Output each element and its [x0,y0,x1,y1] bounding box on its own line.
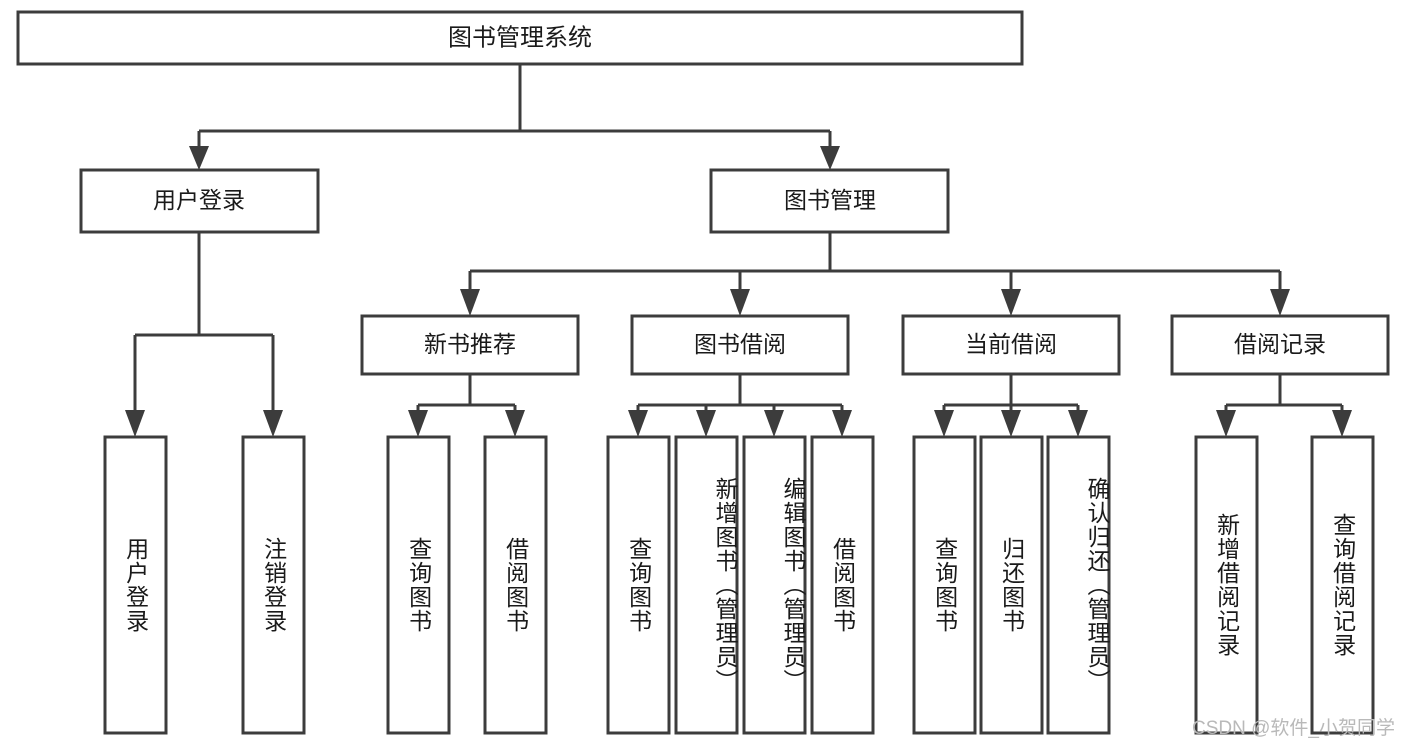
arrow-head-leaf-query-record [1332,410,1352,437]
arrow-head-book-management [820,146,840,170]
leaf-box-borrow-book-1[interactable] [483,435,548,735]
node-book-borrow[interactable]: 图书借阅 [630,314,850,376]
arrow-head-leaf-query-book-2 [628,410,648,437]
arrow-head-book-borrow [730,289,750,316]
node-user-login-box[interactable] [79,168,320,234]
node-book-borrow-label: 图书借阅 [694,331,786,357]
leaf-box-add-record[interactable] [1194,435,1259,735]
arrow-head-leaf-query-book-3 [934,410,954,437]
leaf-box-add-book[interactable] [674,435,739,735]
connectors-root-to-level2 [189,64,840,170]
leaf-box-query-book-1[interactable] [386,435,451,735]
node-book-borrow-box[interactable] [630,314,850,376]
connectors-book-borrow-to-leaves [628,374,852,437]
connectors-user-login-to-leaves [125,232,283,437]
arrow-head-leaf-borrow-book-1 [505,410,525,437]
node-root-system[interactable]: 图书管理系统 [16,10,1024,66]
node-borrow-record-label: 借阅记录 [1234,331,1326,357]
leaf-box-confirm-return[interactable] [1046,435,1111,735]
leaf-boxes-borrow-record [1194,435,1375,735]
node-current-borrow[interactable]: 当前借阅 [901,314,1121,376]
csdn-watermark: CSDN @软件_小贺同学 [1192,718,1395,739]
node-borrow-record[interactable]: 借阅记录 [1170,314,1390,376]
node-book-management-box[interactable] [709,168,950,234]
node-user-login-label: 用户登录 [153,187,245,213]
arrow-head-leaf-borrow-book-2 [832,410,852,437]
node-new-book-recommend[interactable]: 新书推荐 [360,314,580,376]
connectors-borrow-record-to-leaves [1216,374,1352,437]
leaf-boxes-new-book-recommend [386,435,548,735]
leaf-boxes-current-borrow [912,435,1111,735]
arrow-head-leaf-add-book [696,410,716,437]
node-book-management-label: 图书管理 [784,187,876,213]
connectors-current-borrow-to-leaves [934,374,1088,437]
node-user-login[interactable]: 用户登录 [79,168,320,234]
arrow-head-new-book [460,289,480,316]
leaf-boxes-book-borrow [606,435,875,735]
arrow-head-leaf-confirm-return [1068,410,1088,437]
leaf-box-user-login[interactable] [103,435,168,735]
node-root-system-box[interactable] [16,10,1024,66]
leaf-boxes-user-login [103,435,306,735]
leaf-box-return-book[interactable] [979,435,1044,735]
node-root-system-label: 图书管理系统 [448,24,592,51]
leaf-box-query-book-3[interactable] [912,435,977,735]
connectors-book-management-to-level3 [460,232,1290,316]
arrow-head-leaf-add-record [1216,410,1236,437]
node-current-borrow-box[interactable] [901,314,1121,376]
node-borrow-record-box[interactable] [1170,314,1390,376]
arrow-head-user-login [189,146,209,170]
node-new-book-recommend-box[interactable] [360,314,580,376]
arrow-head-leaf-user-login [125,410,145,437]
arrow-head-leaf-edit-book [764,410,784,437]
node-book-management[interactable]: 图书管理 [709,168,950,234]
leaf-box-edit-book[interactable] [742,435,807,735]
leaf-box-borrow-book-2[interactable] [810,435,875,735]
arrow-head-borrow-record [1270,289,1290,316]
leaf-box-query-record[interactable] [1310,435,1375,735]
node-current-borrow-label: 当前借阅 [965,331,1057,357]
arrow-head-leaf-return-book [1001,410,1021,437]
node-new-book-recommend-label: 新书推荐 [424,331,516,357]
connectors-new-book-to-leaves [408,374,525,437]
arrow-head-leaf-logout [263,410,283,437]
leaf-box-logout[interactable] [241,435,306,735]
arrow-head-current-borrow [1001,289,1021,316]
leaf-box-query-book-2[interactable] [606,435,671,735]
arrow-head-leaf-query-book-1 [408,410,428,437]
